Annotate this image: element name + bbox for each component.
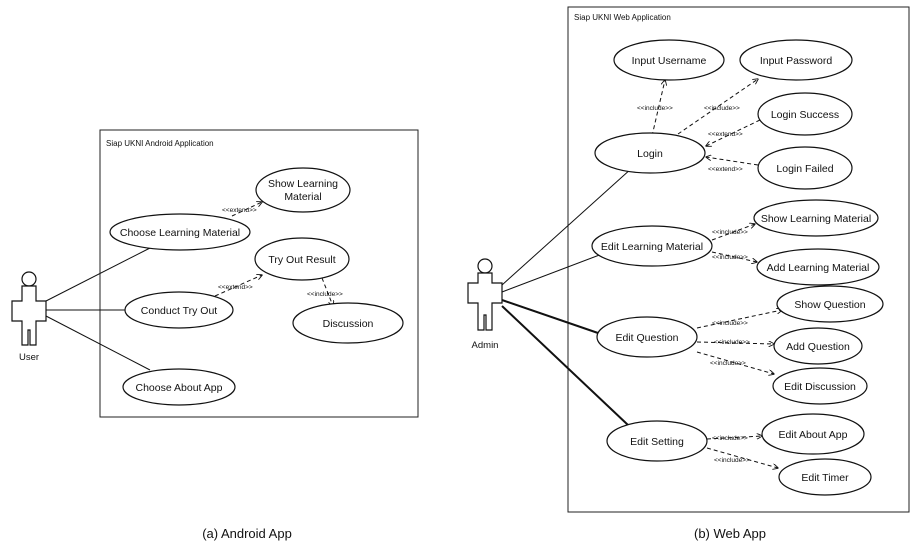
dep-extend-success: [706, 119, 761, 146]
label-include-1: <<include>>: [307, 291, 343, 298]
uc-edit-timer-label: Edit Timer: [801, 472, 849, 484]
dep-include-add-question: [696, 342, 774, 344]
uc-choose-learning-label: Choose Learning Material: [120, 227, 240, 239]
assoc-admin-edit-learning: [501, 253, 603, 293]
android-system-boundary: [99, 129, 419, 418]
uc-show-question: [776, 285, 884, 323]
uc-edit-learning-label: Edit Learning Material: [601, 241, 703, 253]
uc-input-password-label: Input Password: [760, 55, 833, 67]
uc-add-question: [773, 327, 863, 365]
uc-login-failed: [757, 146, 853, 190]
label-extend-1: <<extend>>: [222, 207, 257, 214]
uc-edit-about-label: Edit About App: [779, 429, 848, 441]
uc-add-question-label: Add Question: [786, 341, 850, 353]
uc-discussion: [292, 302, 404, 344]
uc-edit-discussion-label: Edit Discussion: [784, 381, 856, 393]
dep-include-edit-timer: [706, 447, 778, 468]
label-inc-username: <<include>>: [637, 105, 673, 112]
assoc-admin-edit-question: [501, 299, 599, 334]
uc-login-success: [757, 92, 853, 136]
android-system-name: Siap UKNI Android Application: [106, 139, 214, 148]
dep-include-discussion: [321, 277, 333, 306]
actor-admin-name: Admin: [472, 340, 499, 351]
actor-user: [11, 271, 47, 346]
dep-extend-show-learning: [231, 202, 262, 217]
dep-include-edit-discussion: [696, 351, 774, 374]
uc-edit-about-app: [761, 413, 865, 455]
uc-try-out-result-label: Try Out Result: [268, 254, 335, 266]
uc-choose-about-app: [122, 368, 236, 406]
label-extend-2: <<extend>>: [218, 284, 253, 291]
uc-edit-setting: [606, 420, 708, 462]
web-system-name: Siap UKNI Web Application: [574, 13, 671, 22]
label-ext-success: <<extend>>: [708, 131, 743, 138]
uc-try-out-result: [254, 237, 350, 281]
dep-extend-failed: [706, 157, 759, 166]
dep-include-username: [651, 80, 665, 137]
android-diagram: Siap UKNI Android Application User <<ext…: [11, 129, 419, 541]
uc-add-learning-label: Add Learning Material: [767, 262, 870, 274]
uc-edit-question-label: Edit Question: [615, 332, 678, 344]
uc-show-question-label: Show Question: [794, 299, 865, 311]
dep-include-password: [677, 79, 758, 135]
uc-login: [594, 132, 706, 174]
uc-edit-discussion: [772, 367, 868, 405]
caption-android: (a) Android App: [202, 526, 292, 541]
uc-edit-timer: [778, 458, 872, 496]
uc-edit-learning-material: [591, 225, 713, 267]
uc-choose-learning-material: [109, 213, 251, 251]
assoc-admin-login: [501, 167, 633, 286]
dep-include-show-question: [696, 310, 782, 329]
label-inc-add-learning: <<include>>: [712, 254, 748, 261]
uc-discussion-label: Discussion: [323, 318, 374, 330]
uc-login-success-label: Login Success: [771, 109, 839, 121]
uc-edit-setting-label: Edit Setting: [630, 436, 684, 448]
uc-show-learning-material: [255, 167, 351, 213]
label-inc-edit-discussion: <<include>>: [710, 360, 746, 367]
uc-add-learning-material: [756, 248, 880, 286]
dep-include-add-learning: [711, 251, 757, 262]
uc-edit-question: [596, 316, 698, 358]
web-diagram: Siap UKNI Web Application Admin <<includ…: [467, 6, 910, 541]
uc-login-failed-label: Login Failed: [776, 163, 833, 175]
dep-include-edit-about: [706, 436, 762, 440]
caption-web: (b) Web App: [694, 526, 766, 541]
label-inc-edit-about: <<include>>: [712, 435, 748, 442]
label-inc-add-question: <<include>>: [714, 339, 750, 346]
uc-input-username: [613, 39, 725, 81]
uc-login-label: Login: [637, 148, 663, 160]
uc-conduct-try-out: [124, 291, 234, 329]
uc-show-learning-line2: Material: [284, 191, 321, 203]
uc-conduct-try-out-label: Conduct Try Out: [141, 305, 218, 317]
label-inc-edit-timer: <<include>>: [714, 457, 750, 464]
uc-show-learning-line1: Show Learning: [268, 178, 338, 190]
dep-include-show-learning: [711, 224, 755, 241]
uc-input-password: [739, 39, 853, 81]
actor-admin: [467, 258, 503, 331]
label-inc-show-learning: <<include>>: [712, 229, 748, 236]
label-inc-show-question: <<include>>: [712, 320, 748, 327]
assoc-user-choose-about: [45, 315, 151, 371]
uc-show-learning-material: [753, 199, 879, 237]
label-ext-failed: <<extend>>: [708, 166, 743, 173]
uc-choose-about-label: Choose About App: [136, 382, 223, 394]
dep-extend-try-out-result: [214, 275, 262, 297]
label-inc-password: <<include>>: [704, 105, 740, 112]
assoc-user-choose-learning: [45, 247, 151, 302]
actor-user-name: User: [19, 352, 39, 363]
assoc-admin-edit-setting: [501, 305, 629, 426]
uc-input-username-label: Input Username: [632, 55, 707, 67]
uc-show-learning-label: Show Learning Material: [761, 213, 871, 225]
